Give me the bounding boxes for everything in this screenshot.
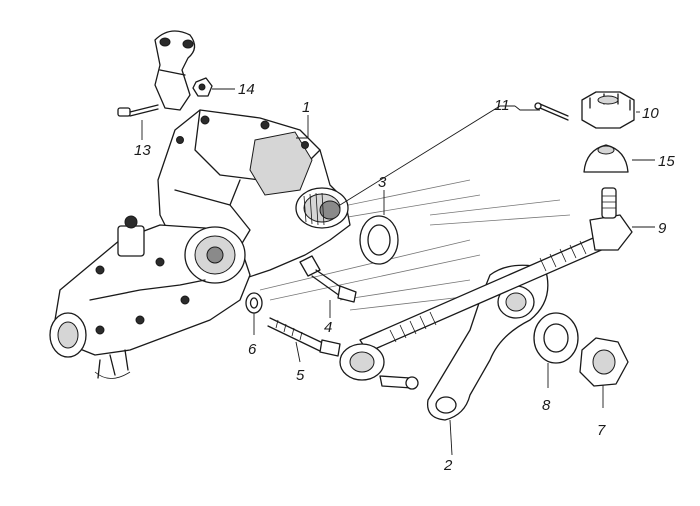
castle-nut-10 (581, 91, 635, 129)
label-15: 15 (658, 153, 675, 170)
label-9: 9 (658, 220, 667, 237)
label-5: 5 (296, 367, 305, 384)
label-11: 11 (494, 97, 510, 114)
label-2: 2 (443, 457, 453, 474)
hex-nut-7 (579, 337, 629, 387)
cotter-pin-11 (534, 102, 569, 121)
label-10: 10 (642, 105, 659, 122)
ball-joint-9 (589, 187, 633, 251)
pitman-arm-2 (426, 264, 549, 421)
control-valve-unit (49, 215, 251, 379)
label-7: 7 (597, 422, 606, 439)
label-8: 8 (542, 397, 551, 414)
washer-6 (245, 292, 263, 314)
washer-8 (533, 312, 579, 364)
label-1: 1 (302, 99, 310, 116)
boot-15 (583, 144, 629, 173)
bolt-13 (117, 104, 159, 117)
label-14: 14 (238, 81, 255, 98)
leader-lines (141, 88, 655, 456)
label-13: 13 (134, 142, 151, 159)
label-3: 3 (378, 174, 387, 191)
bolt-4 (299, 255, 357, 303)
label-6: 6 (248, 341, 257, 358)
nut-14 (192, 77, 213, 97)
label-4: 4 (324, 319, 332, 336)
seal-ring-3 (359, 215, 399, 265)
cardan-yoke (154, 30, 196, 111)
bolt-5 (267, 317, 341, 357)
callout-labels: 1 2 3 4 5 6 7 8 9 10 11 13 14 15 (134, 81, 675, 474)
